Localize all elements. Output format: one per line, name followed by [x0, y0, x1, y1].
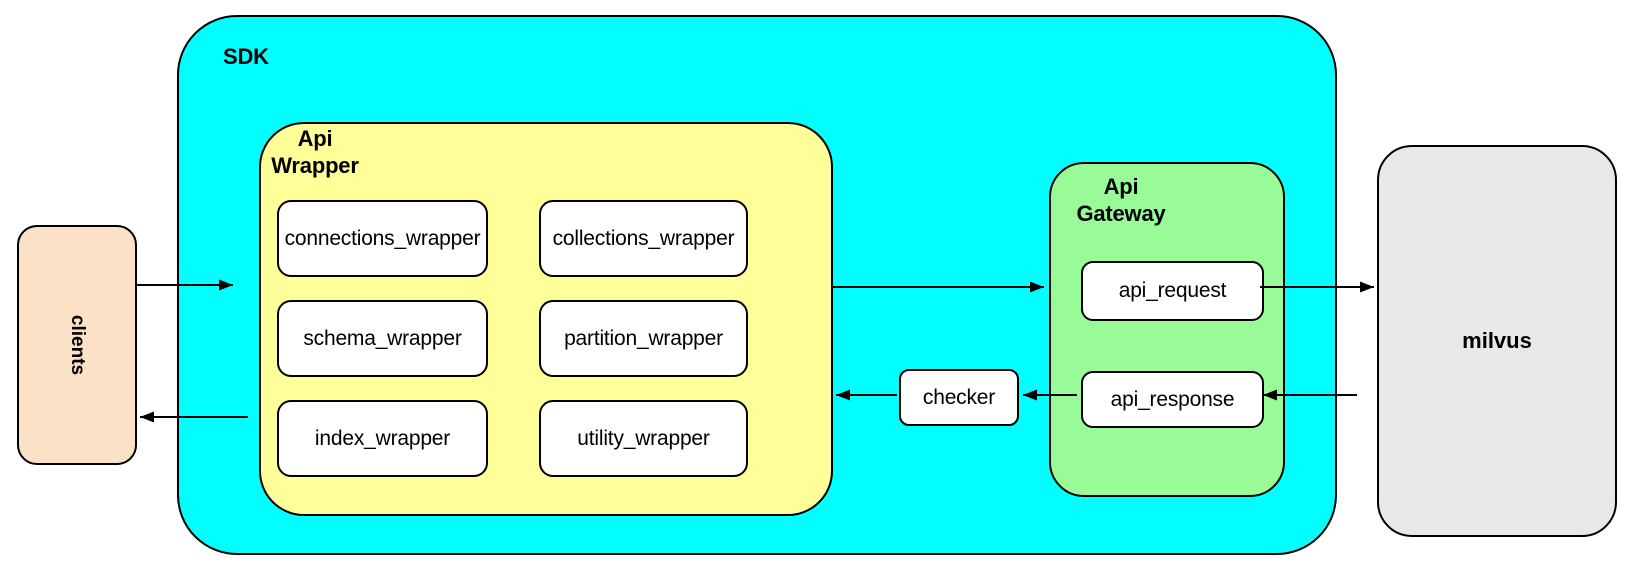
sdk-container: SDK Api Wrapper connections_wrapper coll… — [177, 15, 1337, 555]
node-connections-wrapper: connections_wrapper — [277, 200, 488, 277]
node-schema-wrapper: schema_wrapper — [277, 300, 488, 377]
api-gateway-label: Api Gateway — [1051, 173, 1191, 227]
node-milvus: milvus — [1377, 145, 1617, 537]
sdk-label: SDK — [223, 44, 269, 69]
node-utility-wrapper: utility_wrapper — [539, 400, 748, 477]
node-checker: checker — [899, 369, 1019, 426]
api-gateway-container: Api Gateway api_request api_response — [1049, 162, 1285, 497]
node-clients: clients — [17, 225, 137, 465]
api-wrapper-container: Api Wrapper connections_wrapper collecti… — [259, 122, 833, 516]
clients-label: clients — [66, 314, 88, 376]
node-index-wrapper: index_wrapper — [277, 400, 488, 477]
node-api-request: api_request — [1081, 261, 1264, 321]
node-collections-wrapper: collections_wrapper — [539, 200, 748, 277]
api-wrapper-label-line2: Wrapper — [271, 153, 359, 178]
api-gateway-label-line1: Api — [1103, 174, 1139, 199]
api-gateway-label-line2: Gateway — [1076, 201, 1166, 226]
node-partition-wrapper: partition_wrapper — [539, 300, 748, 377]
api-wrapper-label: Api Wrapper — [261, 125, 369, 179]
api-wrapper-label-line1: Api — [297, 126, 333, 151]
node-api-response: api_response — [1081, 371, 1264, 428]
